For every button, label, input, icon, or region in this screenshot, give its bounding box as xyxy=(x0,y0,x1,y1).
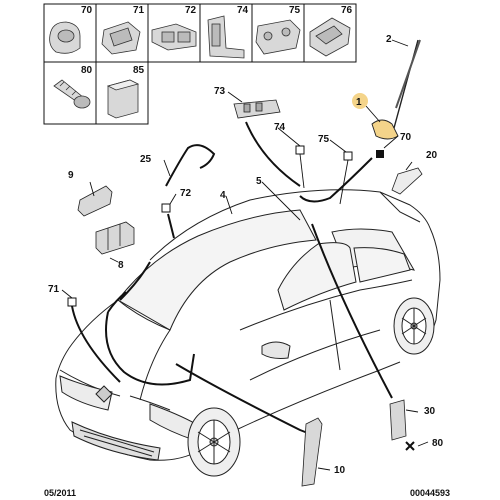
callout-75: 75 xyxy=(318,134,330,145)
table-label-71: 71 xyxy=(133,5,145,16)
part-20-cover xyxy=(391,167,423,195)
antenna-mast-part-2 xyxy=(395,39,421,109)
part-73-connector xyxy=(233,99,281,119)
callout-70: 70 xyxy=(400,132,412,143)
callout-4: 4 xyxy=(220,190,226,201)
callout-9: 9 xyxy=(68,170,74,181)
callout-2: 2 xyxy=(386,34,392,45)
front-wheel xyxy=(187,407,241,477)
table-label-85: 85 xyxy=(133,65,145,76)
parts-table xyxy=(43,3,357,125)
part-80-fixing-cross xyxy=(405,441,415,451)
part-10-trim xyxy=(301,417,323,487)
leader-lines xyxy=(61,39,429,471)
callout-25: 25 xyxy=(140,154,152,165)
callout-20: 20 xyxy=(426,150,438,161)
callout-1: 1 xyxy=(356,97,362,108)
callout-5: 5 xyxy=(256,176,262,187)
table-label-80: 80 xyxy=(81,65,93,76)
callout-72: 72 xyxy=(180,188,192,199)
part-70-marker xyxy=(376,150,384,158)
callout-10: 10 xyxy=(334,465,346,476)
table-part-74-clip xyxy=(207,15,245,59)
table-part-75-clip xyxy=(255,19,301,55)
table-part-80-screw xyxy=(53,79,91,109)
footer: 05/2011 00044593 xyxy=(44,488,450,498)
part-9-bracket xyxy=(77,185,113,217)
part-8-module xyxy=(95,221,135,255)
callout-80: 80 xyxy=(432,438,444,449)
table-part-70-clip xyxy=(49,21,81,54)
table-labels: 70 71 72 74 75 76 80 85 xyxy=(81,5,353,76)
table-part-71-clip xyxy=(101,21,141,55)
antenna-base-part-1 xyxy=(371,39,419,140)
table-part-85-module xyxy=(106,79,140,119)
callout-74: 74 xyxy=(274,122,286,133)
part-30-module xyxy=(389,399,407,441)
footer-reference: 00044593 xyxy=(410,488,450,498)
table-label-75: 75 xyxy=(289,5,301,16)
callout-labels: 1 2 4 5 8 9 10 20 25 30 70 71 72 73 74 7… xyxy=(48,34,444,476)
footer-date: 05/2011 xyxy=(44,488,76,498)
table-part-72-clip xyxy=(151,23,197,51)
callout-71: 71 xyxy=(48,284,60,295)
callout-1-highlight xyxy=(352,93,368,109)
callout-30: 30 xyxy=(424,406,436,417)
table-part-76-clip xyxy=(309,17,351,57)
table-label-70: 70 xyxy=(81,5,93,16)
table-label-76: 76 xyxy=(341,5,353,16)
table-label-74: 74 xyxy=(237,5,249,16)
callout-8: 8 xyxy=(118,260,124,271)
rear-wheel xyxy=(393,297,435,355)
car-body xyxy=(55,189,441,461)
callout-73: 73 xyxy=(214,86,226,97)
table-label-72: 72 xyxy=(185,5,197,16)
